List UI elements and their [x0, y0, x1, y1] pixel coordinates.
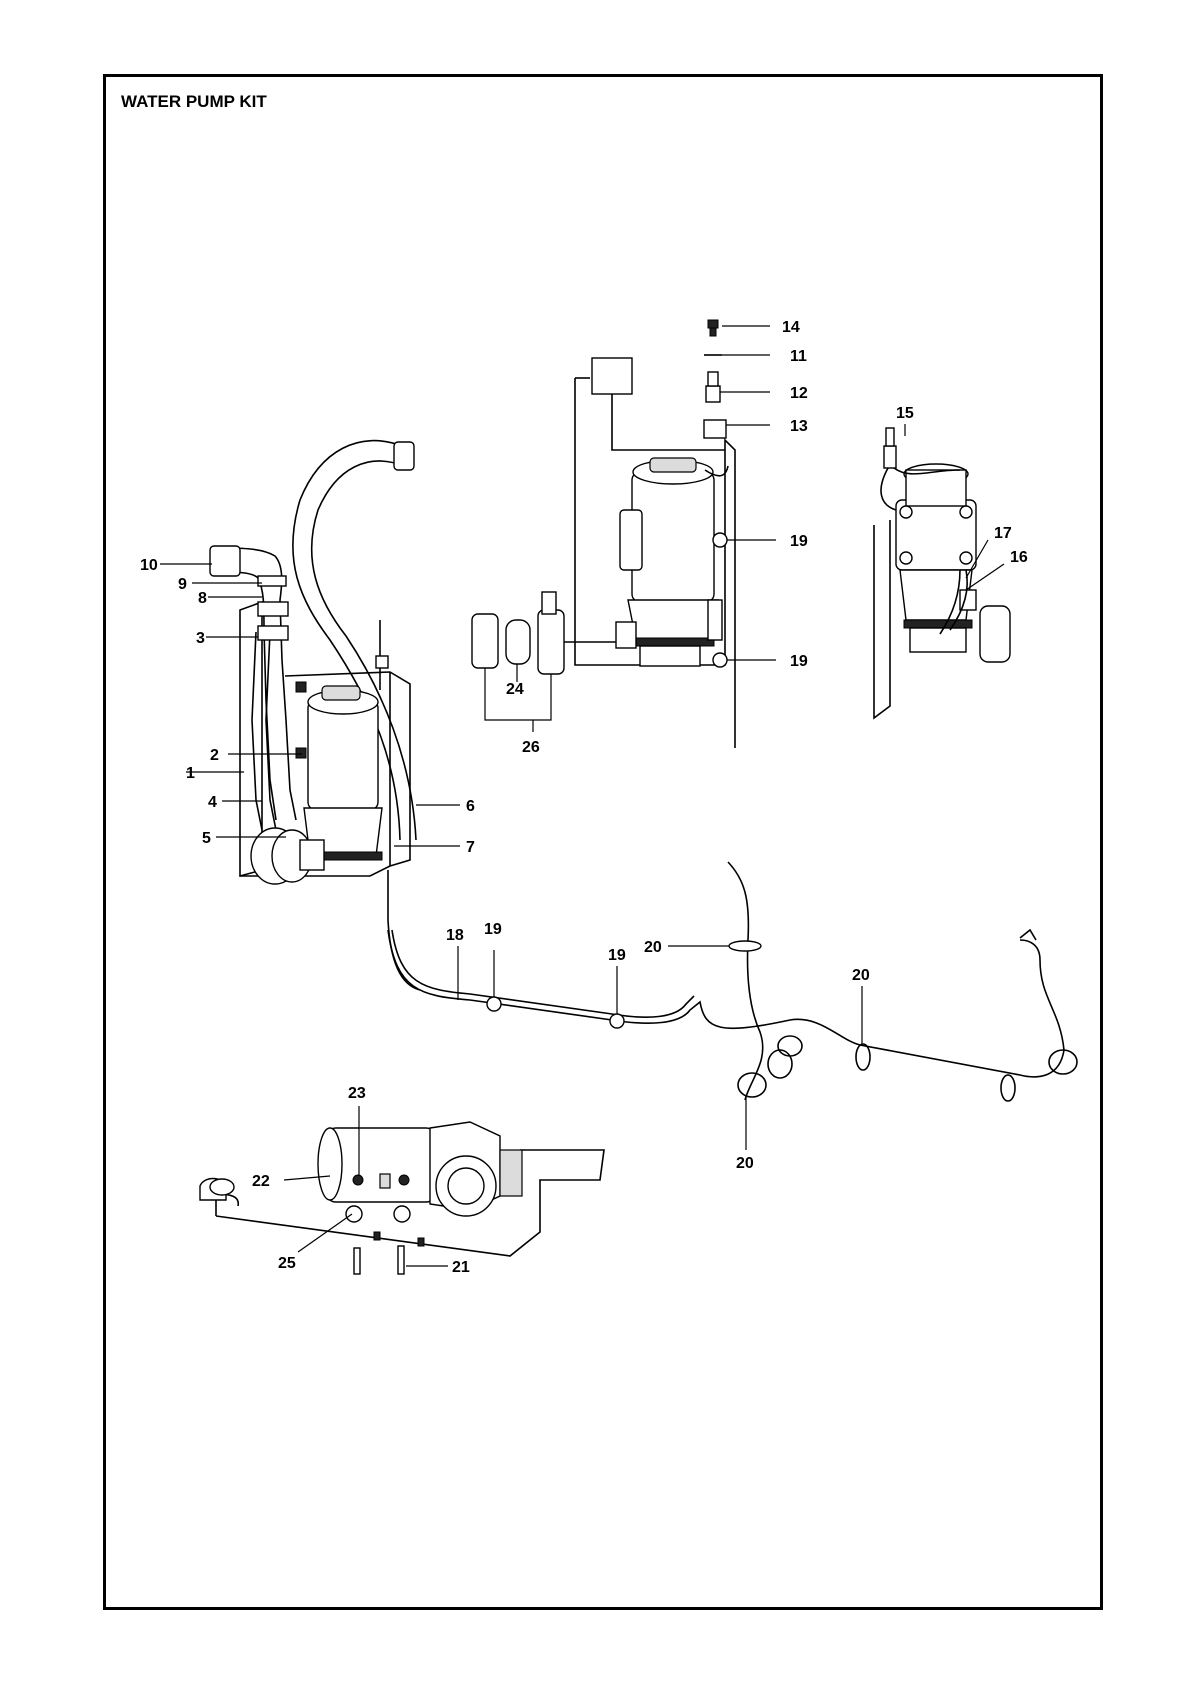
callout-25: 25: [278, 1255, 296, 1272]
callout-2: 2: [210, 747, 219, 764]
callout-18: 18: [446, 927, 464, 944]
callout-20-right: 20: [852, 967, 870, 984]
callout-10: 10: [140, 557, 158, 574]
page-frame: [103, 74, 1103, 1610]
page-title: WATER PUMP KIT: [121, 92, 267, 111]
callout-6: 6: [466, 798, 475, 815]
harness-tube: [387, 861, 1078, 1102]
callout-20-upper: 20: [644, 939, 662, 956]
callout-11: 11: [790, 348, 807, 365]
callout-1: 1: [186, 765, 195, 782]
callout-26: 26: [522, 739, 540, 756]
callout-19-clip-lower: 19: [790, 653, 808, 670]
leader-lines: [160, 325, 1005, 1267]
callout-7: 7: [466, 839, 475, 856]
callout-23: 23: [348, 1085, 366, 1102]
callout-17: 17: [994, 525, 1012, 542]
right-pump-assembly: [873, 427, 1011, 720]
callout-14: 14: [782, 319, 800, 336]
callout-19-harness-left: 19: [484, 921, 502, 938]
callout-13: 13: [790, 418, 808, 435]
callout-12: 12: [790, 385, 808, 402]
left-pump-assembly: [209, 439, 421, 991]
callout-5: 5: [202, 830, 211, 847]
callout-24: 24: [506, 681, 524, 698]
callout-9: 9: [178, 576, 187, 593]
center-pump-assembly: [471, 319, 736, 748]
callout-4: 4: [208, 794, 217, 811]
callout-labels: 1 2 3 4 5 6 7 8 9 10 11 12 13 14 15 16 1…: [140, 319, 1028, 1276]
bottom-pump-assembly: [199, 1121, 605, 1275]
callout-3: 3: [196, 630, 205, 647]
callout-21: 21: [452, 1259, 470, 1276]
callout-19-clip-upper: 19: [790, 533, 808, 550]
callout-16: 16: [1010, 549, 1028, 566]
callout-15: 15: [896, 405, 914, 422]
callout-8: 8: [198, 590, 207, 607]
callout-22: 22: [252, 1173, 270, 1190]
callout-19-harness-right: 19: [608, 947, 626, 964]
callout-20-lower: 20: [736, 1155, 754, 1172]
